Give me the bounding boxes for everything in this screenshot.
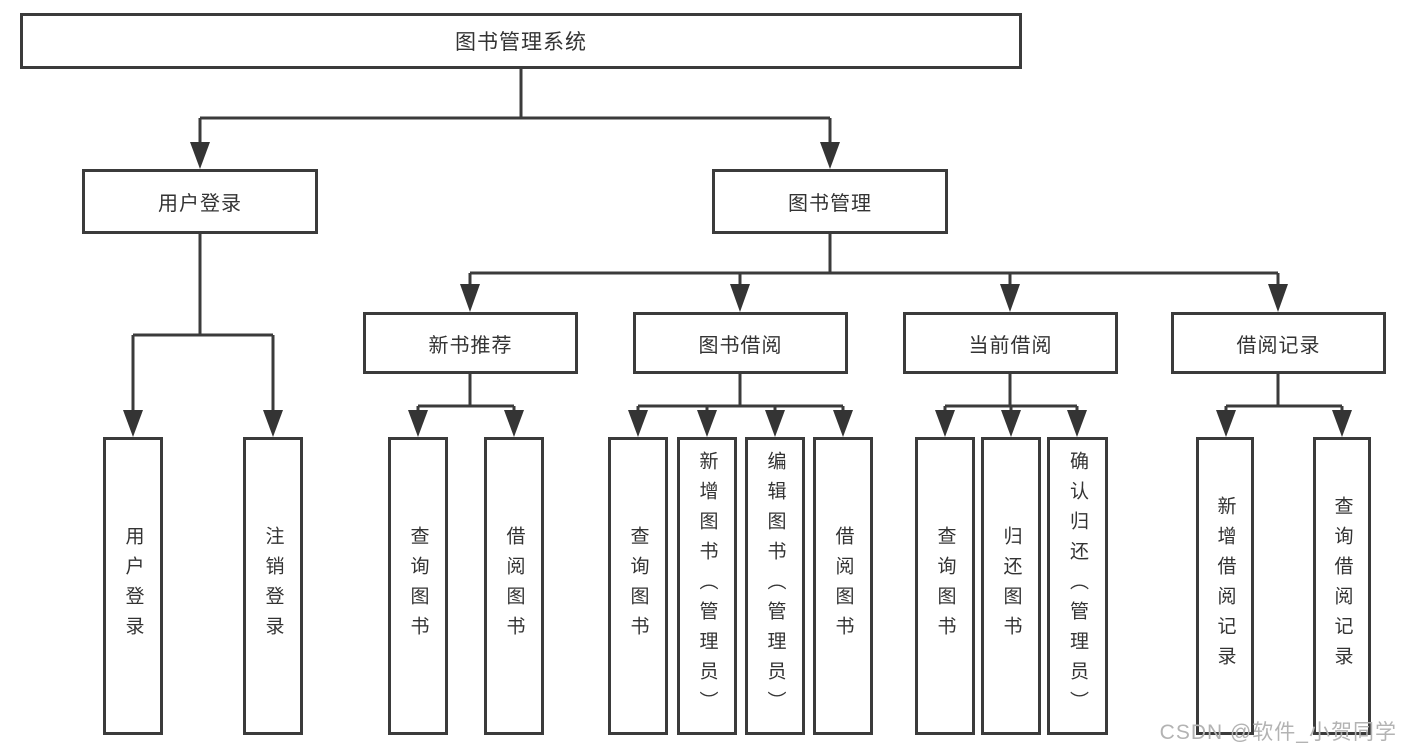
leaf-user-login: 用户登录 xyxy=(103,437,163,735)
leaf-current-return-book: 归还图书 xyxy=(981,437,1041,735)
node-user-login: 用户登录 xyxy=(82,169,318,234)
arrowhead xyxy=(628,410,648,437)
node-current-borrow: 当前借阅 xyxy=(903,312,1118,374)
node-root-system: 图书管理系统 xyxy=(20,13,1022,69)
node-book-management: 图书管理 xyxy=(712,169,948,234)
node-book-borrow: 图书借阅 xyxy=(633,312,848,374)
connector-root-level2 xyxy=(198,68,832,144)
arrowhead xyxy=(263,410,283,437)
arrowhead xyxy=(820,142,840,169)
node-new-book-recommend: 新书推荐 xyxy=(363,312,578,374)
connector-bookborrow-leaves xyxy=(636,374,845,412)
leaf-borrow-add-book-admin: 新增图书（管理员） xyxy=(677,437,737,735)
arrowhead xyxy=(833,410,853,437)
arrowhead xyxy=(504,410,524,437)
connector-userlogin-leaves xyxy=(131,233,275,412)
connector-newbooks-leaves xyxy=(416,374,516,412)
leaf-current-query-book: 查询图书 xyxy=(915,437,975,735)
arrowhead xyxy=(1001,410,1021,437)
leaf-newbooks-query-book: 查询图书 xyxy=(388,437,448,735)
arrowhead xyxy=(460,284,480,312)
arrowhead xyxy=(1332,410,1352,437)
arrowhead xyxy=(190,142,210,169)
arrowhead xyxy=(935,410,955,437)
leaf-records-add-record: 新增借阅记录 xyxy=(1196,437,1254,735)
leaf-borrow-edit-book-admin: 编辑图书（管理员） xyxy=(745,437,805,735)
connector-records-leaves xyxy=(1224,374,1344,412)
leaf-logout: 注销登录 xyxy=(243,437,303,735)
leaf-current-confirm-return-admin: 确认归还（管理员） xyxy=(1047,437,1108,735)
leaf-borrow-query-book: 查询图书 xyxy=(608,437,668,735)
leaf-records-query-record: 查询借阅记录 xyxy=(1313,437,1371,735)
leaf-borrow-borrow-book: 借阅图书 xyxy=(813,437,873,735)
leaf-newbooks-borrow-book: 借阅图书 xyxy=(484,437,544,735)
arrowhead xyxy=(730,284,750,312)
arrowhead xyxy=(765,410,785,437)
arrowhead xyxy=(1268,284,1288,312)
connector-bookmgmt-level3 xyxy=(468,234,1280,286)
connector-currentborrow-leaves xyxy=(943,374,1079,412)
arrowhead xyxy=(408,410,428,437)
arrowhead xyxy=(697,410,717,437)
arrowhead xyxy=(123,410,143,437)
arrowhead xyxy=(1216,410,1236,437)
arrowhead xyxy=(1067,410,1087,437)
arrowhead xyxy=(1000,284,1020,312)
csdn-watermark: CSDN @软件_小贺同学 xyxy=(1159,721,1397,744)
node-borrow-records: 借阅记录 xyxy=(1171,312,1386,374)
